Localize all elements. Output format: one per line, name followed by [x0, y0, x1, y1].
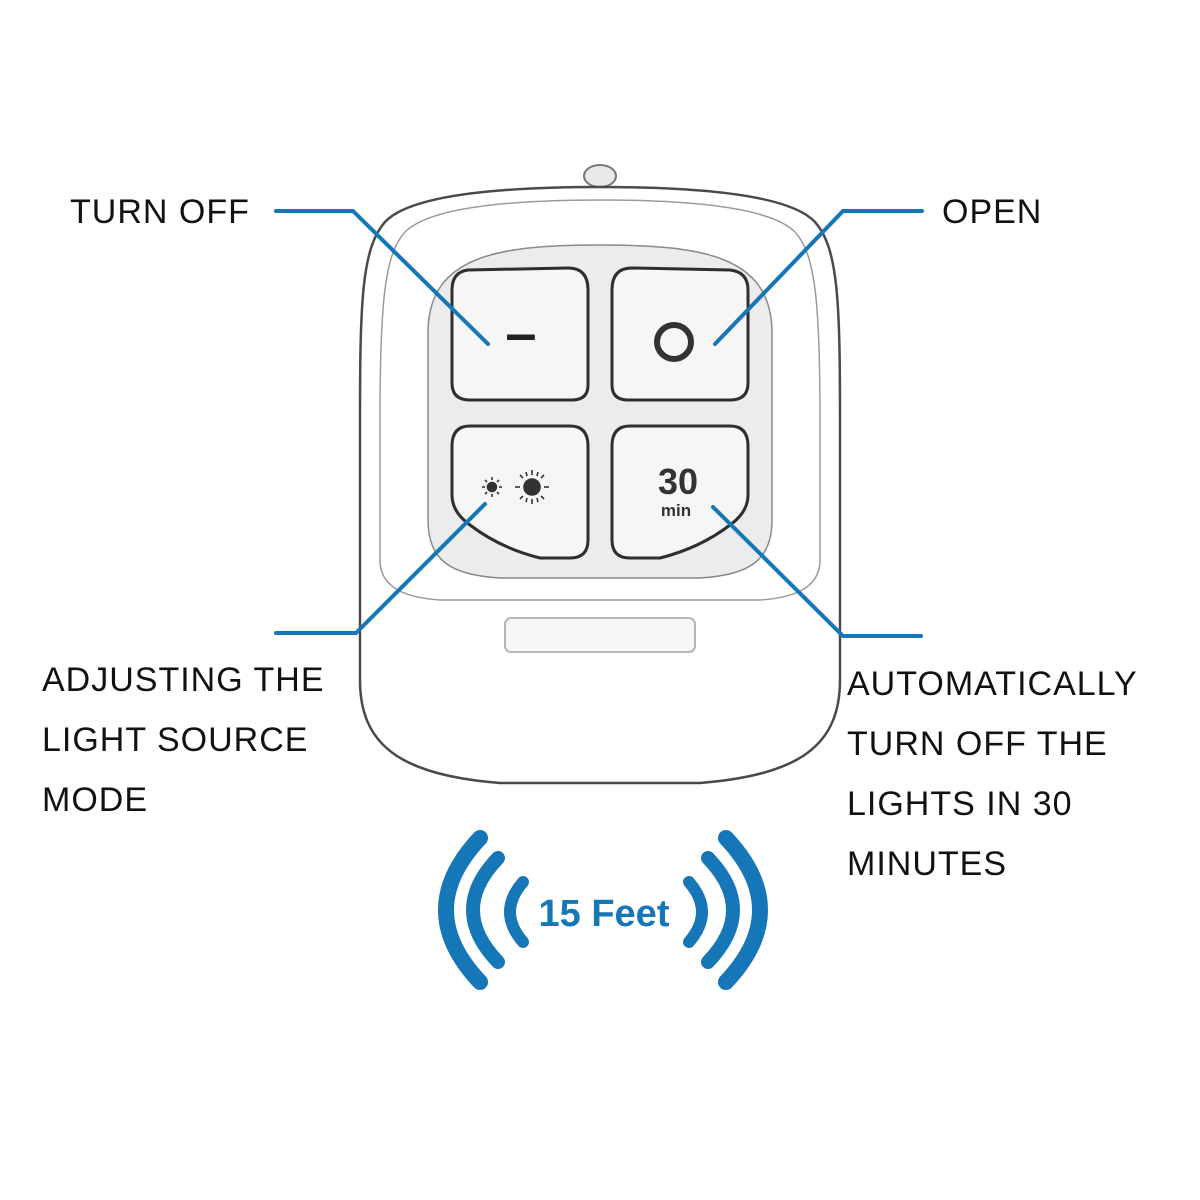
- signal-wave-right-inner-icon: [683, 876, 708, 948]
- signal-wave-right-middle-icon: [701, 851, 740, 969]
- callout-adjust-line-2: LIGHT SOURCE: [42, 721, 309, 759]
- timer-number: 30: [658, 461, 698, 502]
- signal-wave-left-inner-icon: [504, 876, 529, 948]
- turn-off-button[interactable]: –: [450, 266, 590, 402]
- turn-off-glyph: –: [505, 301, 536, 364]
- open-button[interactable]: [610, 266, 750, 402]
- timer-button[interactable]: 30 min: [610, 424, 750, 560]
- callout-auto-line-4: MINUTES: [847, 845, 1007, 883]
- leader-turn-off: [274, 209, 490, 346]
- range-label: 15 Feet: [539, 893, 670, 935]
- callout-auto-line-2: TURN OFF THE: [847, 725, 1108, 763]
- callout-auto-line-3: LIGHTS IN 30: [847, 785, 1073, 823]
- remote-inner-rim: [379, 199, 821, 601]
- brightness-mode-icon: [482, 470, 549, 504]
- light-mode-button[interactable]: [450, 424, 590, 560]
- callout-adjust-line-1: ADJUSTING THE: [42, 661, 325, 699]
- timer-unit: min: [661, 501, 691, 520]
- callout-auto-line-1: AUTOMATICALLY: [847, 665, 1138, 703]
- signal-wave-left-middle-icon: [466, 851, 505, 969]
- remote-control: [358, 164, 842, 785]
- leader-auto-off: [711, 505, 923, 638]
- callout-adjust-light-mode: ADJUSTING THE LIGHT SOURCE MODE: [42, 650, 325, 830]
- power-on-icon: [654, 322, 694, 362]
- callout-turn-off: TURN OFF: [70, 182, 250, 242]
- remote-led-nub: [583, 164, 617, 188]
- callout-open-line: OPEN: [942, 193, 1043, 231]
- signal-wave-right-outer-icon: [718, 830, 768, 990]
- range-indicator: [438, 830, 768, 990]
- leader-adjust: [274, 502, 487, 635]
- callout-open: OPEN: [942, 182, 1042, 242]
- callout-adjust-line-3: MODE: [42, 781, 148, 819]
- leader-open: [713, 209, 924, 346]
- remote-slot: [504, 617, 696, 653]
- signal-wave-left-outer-icon: [438, 830, 488, 990]
- callout-turn-off-line: TURN OFF: [70, 193, 250, 231]
- callout-auto-off: AUTOMATICALLY TURN OFF THE LIGHTS IN 30 …: [847, 654, 1138, 894]
